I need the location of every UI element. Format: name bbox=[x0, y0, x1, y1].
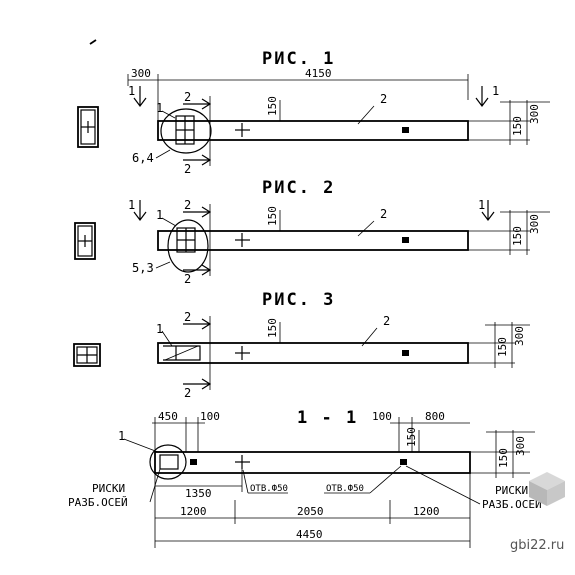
section-1-1: 1 - 1 450 100 100 800 150 1 150 bbox=[68, 408, 542, 548]
fig1-label-2: 2 bbox=[380, 92, 387, 106]
fig1-cross-section-icon bbox=[77, 106, 99, 148]
fig1-label-2-bot: 2 bbox=[184, 162, 191, 176]
fig2-title: РИС. 2 bbox=[262, 178, 335, 198]
fig2-dim-150-right: 150 bbox=[511, 226, 524, 246]
fig2-label-parts: 5,3 bbox=[132, 261, 154, 275]
fig1-dim-4150: 4150 bbox=[305, 67, 332, 80]
fig2-label-2-top: 2 bbox=[184, 198, 191, 212]
section-dim-100-left: 100 bbox=[200, 410, 220, 423]
fig2-section-label: 1 bbox=[128, 198, 135, 212]
fig3-label-2: 2 bbox=[383, 314, 390, 328]
section-label-1: 1 bbox=[118, 429, 125, 443]
fig3-title: РИС. 3 bbox=[262, 290, 335, 310]
section-dim-150-mid: 150 bbox=[405, 427, 418, 447]
svg-text:1: 1 bbox=[478, 198, 485, 212]
fig3-dim-150: 150 bbox=[266, 318, 279, 338]
section-dim-4450: 4450 bbox=[296, 528, 323, 541]
section-dim-1200-left: 1200 bbox=[180, 505, 207, 518]
section-dim-2050: 2050 bbox=[297, 505, 324, 518]
note-left-line-2: РАЗБ.ОСЕЙ bbox=[68, 496, 128, 509]
section-dim-1350: 1350 bbox=[185, 487, 212, 500]
figure-2: РИС. 2 1 1 150 2 1 2 2 5,3 150 300 bbox=[74, 178, 550, 286]
stray-mark bbox=[89, 39, 97, 45]
section-dim-800: 800 bbox=[425, 410, 445, 423]
figure-1: РИС. 1 300 4150 1 1 150 2 1 bbox=[77, 49, 550, 176]
fig1-dim-300-right: 300 bbox=[528, 104, 541, 124]
fig3-label-1: 1 bbox=[156, 322, 163, 336]
fig1-dim-150: 150 bbox=[266, 96, 279, 116]
fig2-label-2-bot: 2 bbox=[184, 272, 191, 286]
fig2-dim-300-right: 300 bbox=[528, 214, 541, 234]
fig1-label-1: 1 bbox=[156, 101, 163, 115]
fig3-dim-300-right: 300 bbox=[513, 326, 526, 346]
hole-left-label: ОТВ.Ф50 bbox=[250, 484, 288, 494]
fig1-dim-300: 300 bbox=[131, 67, 151, 80]
svg-text:1: 1 bbox=[492, 84, 499, 98]
note-right-line-1: РИСКИ bbox=[495, 484, 528, 497]
section-dim-1200-right: 1200 bbox=[413, 505, 440, 518]
fig2-cross-section-icon bbox=[74, 222, 96, 260]
section-dim-300-right: 300 bbox=[514, 436, 527, 456]
section-dim-150-right: 150 bbox=[497, 448, 510, 468]
note-right-line-2: РАЗБ.ОСЕЙ bbox=[482, 498, 542, 511]
watermark-text: gbi22.ru bbox=[510, 538, 565, 553]
watermark-cube-icon bbox=[529, 472, 565, 506]
section-title: 1 - 1 bbox=[297, 408, 358, 428]
fig1-label-2-top: 2 bbox=[184, 90, 191, 104]
fig3-label-2-top: 2 bbox=[184, 310, 191, 324]
figure-3: РИС. 3 150 2 1 2 2 150 300 bbox=[73, 290, 530, 400]
fig2-label-2: 2 bbox=[380, 207, 387, 221]
fig1-section-label: 1 bbox=[128, 84, 135, 98]
fig2-dim-150: 150 bbox=[266, 206, 279, 226]
fig3-label-2-bot: 2 bbox=[184, 386, 191, 400]
section-dim-100-right: 100 bbox=[372, 410, 392, 423]
hole-right-label: ОТВ.Ф50 bbox=[326, 484, 364, 494]
fig3-cross-section-icon bbox=[73, 343, 101, 367]
fig1-dim-150-right: 150 bbox=[511, 116, 524, 136]
fig2-label-1: 1 bbox=[156, 208, 163, 222]
note-left-line-1: РИСКИ bbox=[92, 482, 125, 495]
fig3-dim-150-right: 150 bbox=[496, 337, 509, 357]
fig1-title: РИС. 1 bbox=[262, 49, 335, 69]
section-dim-450: 450 bbox=[158, 410, 178, 423]
fig1-label-parts: 6,4 bbox=[132, 151, 154, 165]
